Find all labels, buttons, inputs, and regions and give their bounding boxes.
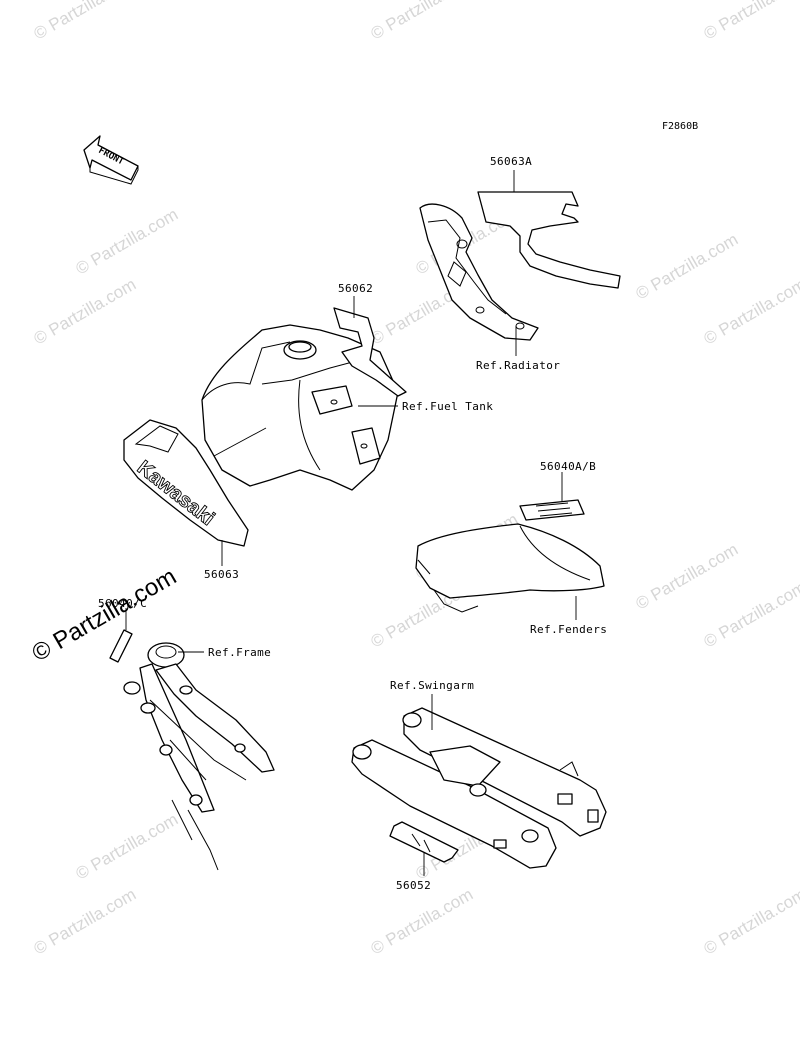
watermark: © Partzilla.com [73, 810, 182, 884]
decal-56040ab-drawing [519, 499, 585, 521]
watermark: © Partzilla.com [701, 0, 800, 43]
ref-fenders-label[interactable]: Ref.Fenders [530, 623, 607, 636]
watermark: © Partzilla.com [31, 885, 140, 959]
callout-labels: 56063A 56062 Ref.Radiator Ref.Fuel Tank … [98, 155, 607, 892]
watermark: © Partzilla.com [701, 275, 800, 349]
decal-56062-drawing [333, 307, 407, 397]
watermark: © Partzilla.com [368, 885, 477, 959]
ref-frame-label[interactable]: Ref.Frame [208, 646, 271, 659]
decal-56040c-drawing [109, 629, 133, 663]
part-number-56040ab[interactable]: 56040A/B [540, 460, 596, 473]
watermark: © Partzilla.com [633, 230, 742, 304]
leader-lines [125, 170, 577, 876]
radiator-shroud-drawing [419, 203, 539, 341]
figure-code: F2860B [662, 121, 698, 132]
part-number-56063a[interactable]: 56063A [490, 155, 532, 168]
part-number-56062[interactable]: 56062 [338, 282, 373, 295]
watermark: © Partzilla.com [701, 885, 800, 959]
decal-56063a-drawing [477, 191, 621, 289]
ref-fuel-tank-label[interactable]: Ref.Fuel Tank [402, 400, 493, 413]
swingarm-drawing [351, 707, 607, 869]
part-number-56052[interactable]: 56052 [396, 879, 431, 892]
watermark: © Partzilla.com [368, 0, 477, 43]
front-arrow-icon: FRONT [83, 135, 139, 185]
part-number-56040c[interactable]: 56040/C [98, 597, 147, 610]
frame-drawing [123, 642, 275, 871]
watermark: © Partzilla.com [633, 540, 742, 614]
watermark: © Partzilla.com [701, 578, 800, 652]
watermark: © Partzilla.com [31, 275, 140, 349]
watermark: © Partzilla.com [31, 0, 140, 43]
part-number-56063[interactable]: 56063 [204, 568, 239, 581]
decal-56052-drawing [389, 821, 459, 863]
ref-swingarm-label[interactable]: Ref.Swingarm [390, 679, 474, 692]
fuel-tank-drawing [201, 324, 399, 491]
ref-radiator-label[interactable]: Ref.Radiator [476, 359, 560, 372]
watermark: © Partzilla.com [73, 205, 182, 279]
rear-fender-drawing [415, 523, 605, 613]
